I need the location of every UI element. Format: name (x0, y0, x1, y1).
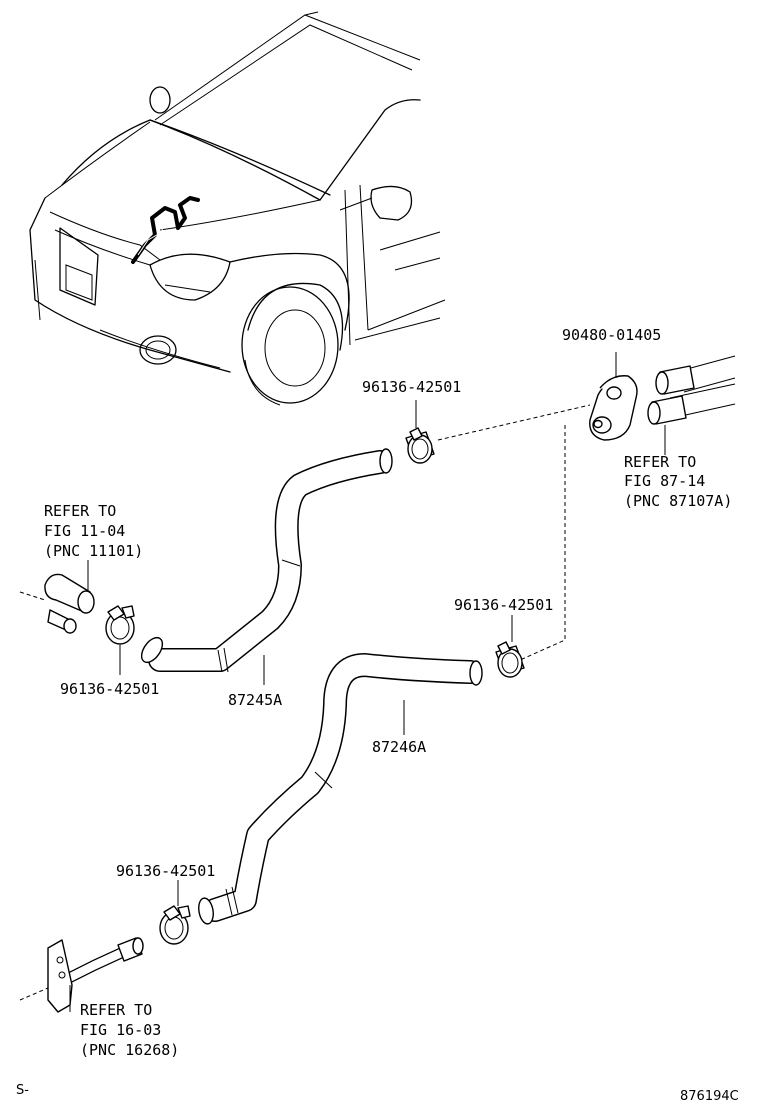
reference-line: (PNC 16268) (80, 1041, 179, 1059)
clamp-right (495, 615, 525, 678)
callout-hose-lower: 87246A (372, 738, 426, 756)
hose-87245A (140, 448, 393, 685)
footer-left-mark: S- (16, 1083, 29, 1098)
reference-line: (PNC 87107A) (624, 492, 732, 510)
callout-clamp-left: 96136-42501 (60, 680, 159, 698)
callout-grommet: 90480-01405 (562, 326, 661, 344)
assembly-leader-lines (437, 404, 591, 661)
reference-water-pipe: REFER TO FIG 16-03 (PNC 16268) (80, 1001, 179, 1059)
reference-line: FIG 87-14 (624, 472, 705, 490)
reference-line: REFER TO (44, 502, 116, 520)
reference-engine: REFER TO FIG 11-04 (PNC 11101) (44, 502, 143, 560)
clamp-upper (405, 400, 435, 464)
callout-labels: 90480-01405 96136-42501 96136-42501 9613… (60, 326, 661, 880)
heater-core-pipes (647, 355, 736, 455)
reference-line: REFER TO (80, 1001, 152, 1019)
hose-87246A (198, 653, 483, 925)
callout-hose-upper: 87245A (228, 691, 282, 709)
reference-heater-core: REFER TO FIG 87-14 (PNC 87107A) (624, 453, 732, 510)
reference-line: FIG 16-03 (80, 1021, 161, 1039)
water-pipe-fitting (19, 937, 144, 1013)
reference-line: REFER TO (624, 453, 696, 471)
callout-clamp-right: 96136-42501 (454, 596, 553, 614)
grommet-90480-01405 (589, 352, 638, 441)
vehicle-illustration (29, 11, 446, 406)
engine-outlet-fitting (19, 560, 95, 634)
clamp-left (105, 605, 135, 675)
reference-line: (PNC 11101) (44, 542, 143, 560)
callout-clamp-upper: 96136-42501 (362, 378, 461, 396)
callout-clamp-lower: 96136-42501 (116, 862, 215, 880)
reference-line: FIG 11-04 (44, 522, 125, 540)
diagram-code: 876194C (680, 1089, 739, 1104)
clamp-lower (159, 880, 191, 945)
